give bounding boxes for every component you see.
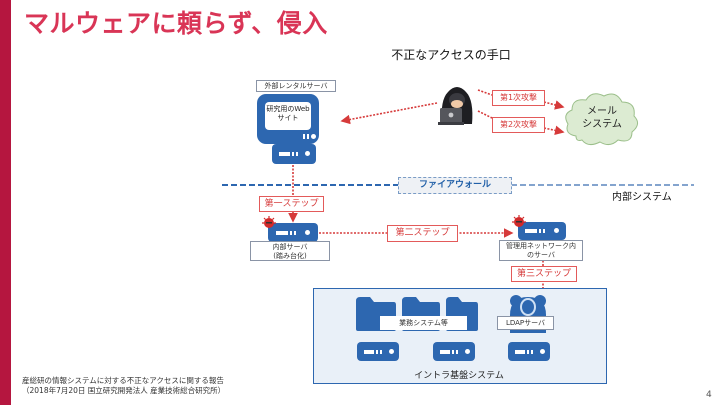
source-citation: 産総研の情報システムに対する不正なアクセスに関する報告 （2018年7月20日 … — [22, 376, 225, 396]
step-2-label: 第二ステップ — [387, 225, 458, 242]
attack-line-1b — [543, 100, 565, 110]
firewall-label: ファイアウォール — [398, 177, 512, 194]
internal-server-line1: 内部サーバ — [272, 243, 308, 251]
mgmt-server-label: 管理用ネットワーク内 のサーバ — [499, 240, 583, 261]
slide-title: マルウェアに頼らず、侵入 — [24, 9, 328, 38]
intranet-label: イントラ基盤システム — [414, 371, 504, 381]
page-number: 4 — [706, 390, 712, 400]
mail-label-line2: システム — [582, 118, 622, 130]
hooded-hacker-icon — [438, 87, 473, 125]
business-systems-label: 業務システム等 — [380, 316, 467, 330]
intranet-server-3 — [508, 342, 550, 361]
intranet-server-2 — [433, 342, 475, 361]
ldap-server-label: LDAPサーバ — [497, 316, 554, 330]
intranet-server-1 — [357, 342, 399, 361]
internal-system-label: 内部システム — [612, 192, 672, 203]
step-3-label: 第三ステップ — [511, 266, 577, 282]
mgmt-server-line1: 管理用ネットワーク内 — [506, 242, 576, 250]
mail-system-cloud — [565, 93, 638, 146]
attack-line-web — [340, 102, 438, 125]
accent-bar — [0, 0, 11, 405]
external-server-label: 外部レンタルサーバ — [256, 80, 336, 92]
attack-label-2: 第2次攻撃 — [492, 117, 545, 133]
internal-server-line2: (踏み台化) — [273, 252, 307, 261]
web-server-base — [272, 144, 316, 164]
attack-line-2b — [543, 125, 565, 136]
monitor-indicator — [307, 134, 309, 139]
web-server-monitor: 研究用のWeb サイト — [257, 94, 319, 144]
mail-label-line1: メール — [587, 106, 617, 117]
diagram-caption: 不正なアクセスの手口 — [391, 48, 511, 62]
web-server-screen: 研究用のWeb サイト — [265, 102, 311, 130]
attack-line-1a — [477, 89, 493, 96]
step-1-label: 第一ステップ — [259, 196, 324, 212]
mgmt-server — [518, 222, 566, 240]
attack-label-1: 第1次攻撃 — [492, 90, 545, 106]
malware-bug-icon — [512, 215, 526, 227]
malware-bug-icon — [262, 216, 276, 228]
internal-server-label: 内部サーバ (踏み台化) — [250, 241, 330, 261]
attack-line-2a — [477, 110, 493, 119]
monitor-indicator — [303, 134, 305, 139]
screen-text-line1: 研究用のWeb — [266, 105, 310, 113]
screen-text-line2: サイト — [277, 114, 299, 123]
mgmt-server-line2: のサーバ — [527, 251, 555, 260]
citation-line1: 産総研の情報システムに対する不正なアクセスに関する報告 — [22, 376, 224, 385]
internal-server — [268, 223, 318, 242]
mail-system-label: メール システム — [572, 106, 632, 131]
monitor-dot — [311, 134, 316, 139]
citation-line2: （2018年7月20日 国立研究開発法人 産業技術総合研究所） — [22, 386, 226, 396]
